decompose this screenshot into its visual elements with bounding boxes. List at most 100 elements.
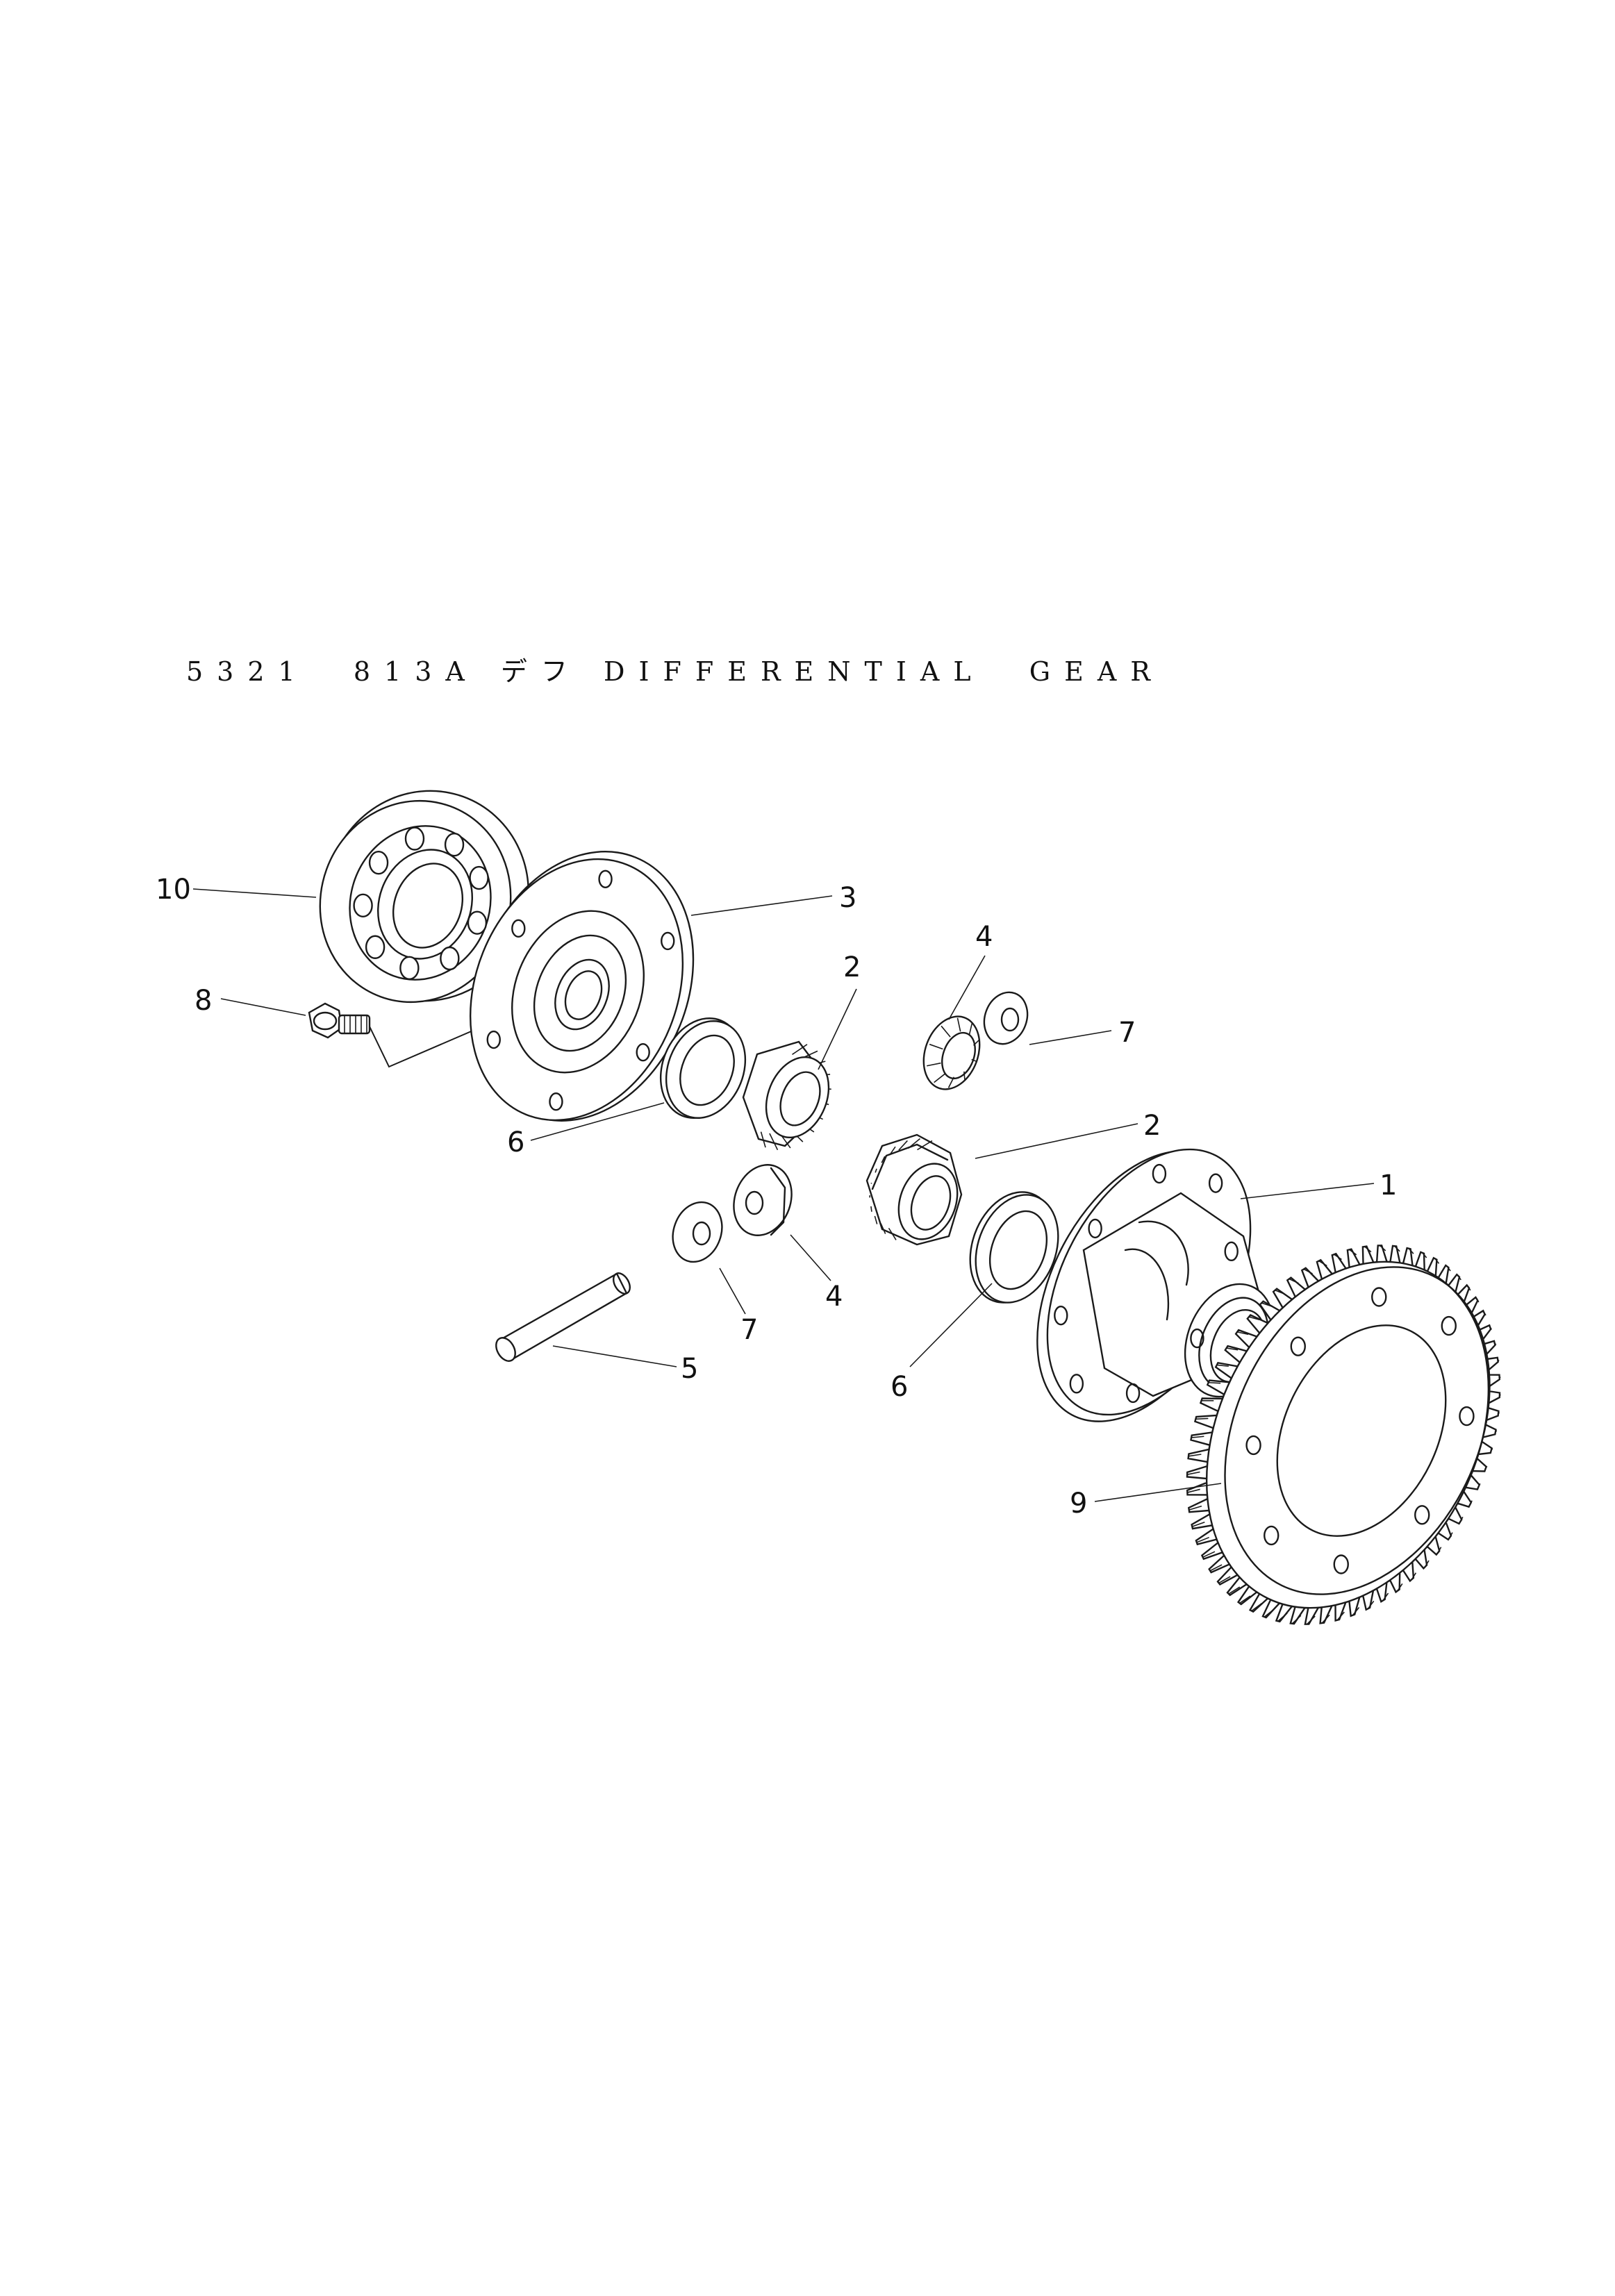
part-pinion-washer-lower (672, 1201, 723, 1263)
ring-gear-tooth-face (1218, 1576, 1231, 1584)
bearing-ball (440, 946, 460, 971)
gear-tooth (941, 1025, 951, 1038)
ring-gear-tooth-face (1195, 1417, 1209, 1420)
ring-gear-bolt-hole (1414, 1505, 1430, 1525)
ring-gear-tooth-face (1469, 1500, 1473, 1505)
gear-tooth (870, 1206, 872, 1212)
case-bolt-hole (1224, 1241, 1239, 1262)
cover-bolt-hole (598, 870, 613, 888)
part-pinion-shaft (495, 1272, 631, 1362)
gear-tooth (908, 1138, 921, 1149)
ring-gear-bolt-hole (1245, 1435, 1261, 1456)
ring-gear-bolt-hole (1264, 1525, 1279, 1546)
bearing-ball (353, 893, 373, 918)
gear-tooth (769, 1133, 779, 1151)
ring-gear-tooth-face (1394, 1245, 1400, 1252)
ring-gear-tooth-face (1437, 1547, 1442, 1554)
callout-4-lower: 4 (825, 1281, 843, 1313)
part-pinion-gear-upper (922, 1015, 981, 1090)
ring-gear-tooth-face (1494, 1342, 1497, 1345)
leader-lines (192, 888, 1375, 1502)
case-bolt-hole (1054, 1305, 1068, 1326)
part-pinion-gear-lower (733, 1164, 793, 1236)
ring-gear-tooth-face (1422, 1252, 1427, 1258)
part-ball-bearing (319, 790, 530, 1004)
callout-6-upper: 6 (507, 1126, 524, 1158)
cover-bolt-hole (549, 1092, 563, 1111)
part-differential-case (1036, 1148, 1275, 1422)
part-thrust-washer-lower (969, 1191, 1059, 1304)
ring-gear-tooth-face (1336, 1611, 1345, 1621)
ring-gear-tooth-face (1352, 1607, 1360, 1616)
callout-4-upper: 4 (975, 921, 993, 953)
ring-gear-tooth-face (1477, 1483, 1481, 1488)
ring-gear-tooth-face (1483, 1312, 1486, 1316)
ring-gear-tooth-face (1289, 1278, 1299, 1284)
diagram-title: 5321 813A デフ DIFFERENTIAL GEAR (186, 656, 1164, 687)
gear-tooth (888, 1227, 897, 1240)
ring-gear-tooth-face (1209, 1564, 1223, 1572)
ring-gear-tooth-face (1307, 1615, 1316, 1625)
ring-gear-tooth-face (1489, 1326, 1493, 1330)
gear-tooth (968, 1023, 973, 1035)
ring-gear-tooth-face (1349, 1249, 1357, 1256)
bearing-ball (399, 956, 420, 981)
gear-tooth (760, 1131, 766, 1148)
case-bolt-hole (1190, 1328, 1204, 1349)
ring-gear-tooth-face (1248, 1316, 1260, 1321)
part-cover-flange (469, 851, 695, 1122)
ring-gear-bolt-hole (1441, 1315, 1457, 1336)
ring-gear-tooth-face (1186, 1471, 1200, 1476)
case-bolt-hole (1069, 1374, 1084, 1394)
callout-8: 8 (194, 985, 212, 1017)
ring-gear-tooth-face (1291, 1615, 1302, 1624)
part-side-gear-upper (742, 1040, 831, 1151)
callout-9: 9 (1070, 1488, 1087, 1520)
callout-7-upper: 7 (1118, 1017, 1136, 1049)
case-bolt-hole (1208, 1173, 1223, 1193)
ring-gear-tooth-face (1467, 1286, 1471, 1291)
callout-7-lower: 7 (740, 1314, 758, 1346)
ring-gear-tooth-face (1425, 1560, 1430, 1567)
bearing-ball (365, 935, 386, 959)
gear-tooth (929, 1043, 943, 1050)
part-side-gear-lower (866, 1133, 963, 1246)
ring-gear-tooth-face (1367, 1600, 1375, 1609)
ring-gear-tooth-face (1476, 1298, 1480, 1303)
ring-gear-tooth-face (1277, 1613, 1288, 1622)
cover-bolt-hole (511, 919, 526, 938)
ring-gear-tooth-face (1497, 1359, 1500, 1361)
ring-gear-tooth-face (1495, 1430, 1498, 1433)
ring-gear-tooth-face (1446, 1266, 1451, 1272)
ring-gear-bolt-hole (1333, 1554, 1349, 1574)
ring-gear-tooth-face (1191, 1522, 1205, 1527)
ring-gear-tooth-face (1264, 1608, 1275, 1617)
gear-tooth (792, 1044, 808, 1056)
ring-gear-tooth-face (1239, 1595, 1251, 1604)
ring-gear-tooth-face (1196, 1536, 1209, 1543)
ring-gear-tooth-face (1491, 1448, 1493, 1451)
ring-gear-tooth-face (1457, 1275, 1461, 1281)
ring-gear-tooth-face (1408, 1248, 1414, 1254)
ring-gear-tooth-face (1364, 1246, 1372, 1253)
ring-gear-tooth-face (1411, 1572, 1417, 1580)
case-bolt-hole (1152, 1163, 1167, 1184)
ring-gear-tooth-face (1236, 1331, 1249, 1336)
ring-gear-tooth-face (1397, 1583, 1403, 1591)
gear-tooth (874, 1215, 878, 1224)
callout-10: 10 (156, 874, 191, 906)
callout-labels: 10 3 8 2 4 7 6 2 1 4 7 5 6 9 (156, 874, 1397, 1520)
callout-3: 3 (839, 882, 856, 914)
bearing-ball (469, 865, 489, 890)
ring-gear-tooth-face (1379, 1245, 1386, 1251)
part-bolt (308, 1002, 371, 1039)
gear-tooth (880, 1223, 886, 1234)
gear-tooth (898, 1140, 908, 1151)
ring-gear-tooth-face (1321, 1614, 1330, 1624)
bearing-ball (404, 826, 425, 851)
ring-gear-tooth-face (1228, 1586, 1241, 1595)
bearing-ball (444, 832, 465, 857)
bearing-ball (467, 910, 488, 935)
